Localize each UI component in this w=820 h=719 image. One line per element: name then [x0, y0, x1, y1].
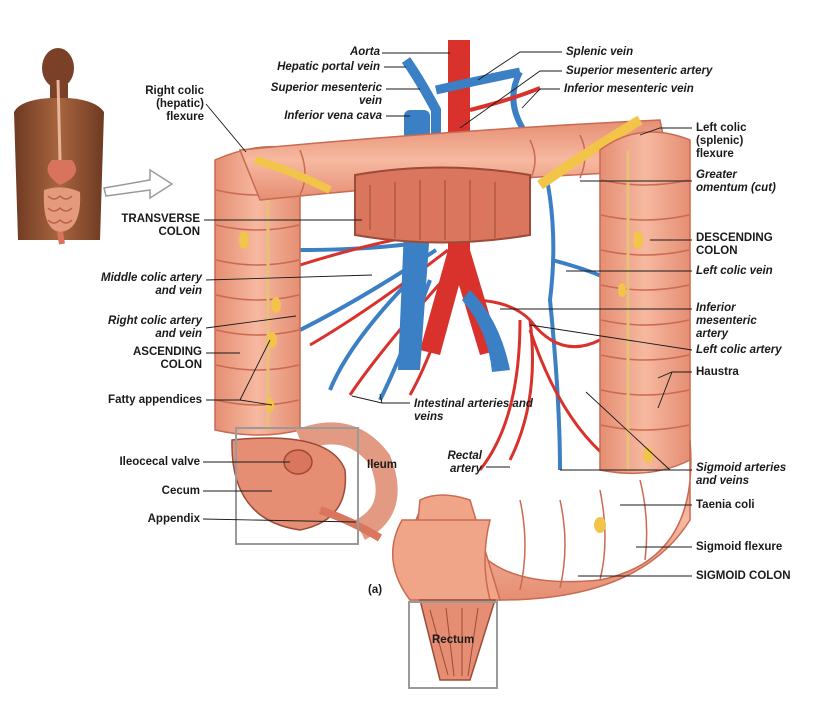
- label-superior-mesenteric-artery: Superior mesenteric artery: [566, 65, 713, 77]
- label-appendix: Appendix: [147, 513, 200, 525]
- label-cecum: Cecum: [161, 485, 200, 497]
- human-figure-inset: [14, 48, 104, 245]
- label-right-colic-artery-vein: Right colic artery and vein: [108, 315, 202, 340]
- label-ascending-colon: ASCENDING COLON: [132, 346, 202, 371]
- label-hepatic-portal-vein: Hepatic portal vein: [277, 61, 380, 73]
- label-ileocecal-valve: Ileocecal valve: [119, 456, 200, 468]
- label-sigmoid-arteries-veins: Sigmoid arteries and veins: [696, 462, 787, 487]
- label-right-colic-flexure: Right colic (hepatic) flexure: [145, 85, 204, 123]
- label-haustra: Haustra: [696, 366, 739, 378]
- label-inferior-mesenteric-vein: Inferior mesenteric vein: [564, 83, 694, 95]
- rectum-inset-frame: [408, 601, 498, 689]
- label-ileum: Ileum: [367, 459, 398, 471]
- label-intestinal-arteries-veins: Intestinal arteries and veins: [414, 398, 533, 423]
- pointer-arrow-icon: [103, 168, 174, 200]
- leader-lines: [202, 51, 693, 577]
- figure-tag: (a): [368, 584, 383, 596]
- label-inferior-vena-cava: Inferior vena cava: [284, 110, 382, 122]
- label-superior-mesenteric-vein: Superior mesenteric vein: [270, 82, 382, 107]
- label-left-colic-artery: Left colic artery: [696, 344, 782, 356]
- label-fatty-appendices: Fatty appendices: [108, 394, 202, 406]
- label-transverse-colon: TRANSVERSE COLON: [121, 213, 200, 238]
- label-splenic-vein: Splenic vein: [566, 46, 634, 58]
- label-greater-omentum: Greater omentum (cut): [696, 169, 776, 194]
- label-descending-colon: DESCENDING COLON: [696, 232, 773, 257]
- label-sigmoid-flexure: Sigmoid flexure: [696, 541, 783, 553]
- label-taenia-coli: Taenia coli: [696, 499, 755, 511]
- label-inferior-mesenteric-artery: Inferior mesenteric artery: [696, 302, 757, 340]
- cecum-inset-frame: [235, 427, 359, 545]
- label-rectum: Rectum: [432, 634, 475, 646]
- label-middle-colic-artery-vein: Middle colic artery and vein: [101, 272, 202, 297]
- label-left-colic-vein: Left colic vein: [696, 265, 773, 277]
- label-left-colic-flexure: Left colic (splenic) flexure: [696, 122, 747, 160]
- label-rectal-artery: Rectal artery: [447, 450, 482, 475]
- label-aorta: Aorta: [349, 46, 380, 58]
- label-sigmoid-colon: SIGMOID COLON: [696, 570, 791, 582]
